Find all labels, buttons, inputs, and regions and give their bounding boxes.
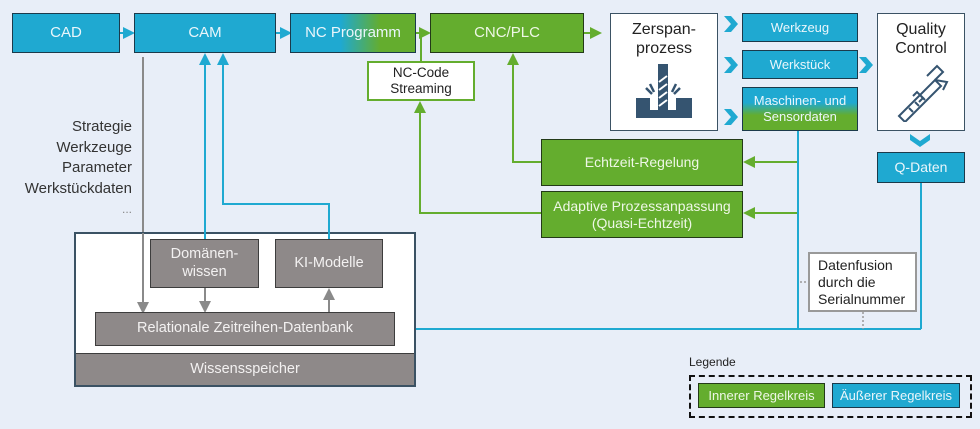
cad-label: CAD: [50, 24, 82, 41]
knowledge-store-title: Wissensspeicher: [76, 353, 414, 385]
fusion-note-line: durch die: [818, 273, 876, 290]
process-title-line: Zerspan-: [631, 21, 697, 38]
cam-input-item: Werkstückdaten: [24, 179, 132, 197]
q-daten-box: Q-Daten: [877, 152, 965, 183]
nc-streaming-line: NC-Code: [392, 64, 450, 80]
domain-line: wissen: [182, 263, 227, 280]
q-daten-label: Q-Daten: [894, 159, 948, 176]
nc-streaming-line: Streaming: [390, 81, 452, 96]
legend-outer-loop: Äußerer Regelkreis: [832, 383, 960, 408]
ki-models-label: KI-Modelle: [294, 254, 364, 271]
maschinen-sensordaten-box: Maschinen- und Sensordaten: [742, 87, 858, 131]
legend-inner-loop: Innerer Regelkreis: [698, 383, 825, 408]
maschinen-line: Sensordaten: [763, 109, 837, 124]
nc-programm-box: NC Programm: [290, 13, 416, 53]
cam-box: CAM: [134, 13, 276, 53]
werkzeug-box: Werkzeug: [742, 13, 858, 42]
echtzeit-label: Echtzeit-Regelung: [584, 154, 700, 171]
cam-inputs-list: Strategie Werkzeuge Parameter Werkstückd…: [25, 117, 132, 220]
adaptive-line: (Quasi-Echtzeit): [591, 214, 693, 231]
quality-title-line: Quality: [896, 21, 946, 38]
fusion-note-box: Datenfusion durch die Serialnummer: [808, 252, 917, 312]
cam-input-item: Parameter: [61, 159, 132, 176]
cam-input-item: ...: [121, 202, 132, 216]
cam-input-item: Strategie: [71, 118, 132, 135]
legend-title: Legende: [689, 355, 736, 369]
werkstueck-box: Werkstück: [742, 50, 858, 79]
chevron-down-icon: [910, 134, 930, 147]
milling-tool-icon: [636, 64, 692, 119]
adaptive-line: Adaptive Prozessanpassung: [553, 197, 731, 214]
nc-programm-label: NC Programm: [305, 24, 401, 41]
cam-label: CAM: [188, 24, 222, 41]
knowledge-store-label: Wissensspeicher: [190, 360, 300, 377]
cad-box: CAD: [12, 13, 120, 53]
caliper-icon: [897, 64, 949, 123]
chevron-right-icon: [859, 57, 873, 73]
legend-box: [689, 375, 972, 418]
database-box: Relationale Zeitreihen-Datenbank: [95, 312, 395, 346]
cnc-plc-box: CNC/PLC: [430, 13, 584, 53]
legend-inner-label: Innerer Regelkreis: [708, 387, 815, 403]
chevron-right-icon: [724, 16, 738, 32]
ki-models-box: KI-Modelle: [275, 239, 383, 288]
domain-knowledge-box: Domänen- wissen: [150, 239, 259, 288]
cnc-plc-label: CNC/PLC: [474, 24, 540, 41]
fusion-note-line: Datenfusion: [818, 256, 893, 273]
echtzeit-regelung-box: Echtzeit-Regelung: [541, 139, 743, 186]
fusion-note-line: Serialnummer: [818, 290, 906, 307]
nc-streaming-box: NC-Code Streaming: [367, 61, 475, 101]
cam-input-item: Werkzeuge: [56, 138, 132, 156]
arrow-ki-cam: [217, 53, 330, 240]
domain-line: Domänen-: [170, 246, 239, 263]
database-label: Relationale Zeitreihen-Datenbank: [136, 320, 354, 337]
werkstueck-label: Werkstück: [769, 56, 831, 72]
maschinen-line: Maschinen- und: [753, 93, 847, 109]
chevron-right-icon: [724, 57, 738, 73]
adaptive-prozessanpassung-box: Adaptive Prozessanpassung (Quasi-Echtzei…: [541, 191, 743, 238]
process-title-line: prozess: [635, 40, 693, 58]
process-box: Zerspan- prozess: [610, 13, 718, 131]
quality-control-box: Quality Control: [877, 13, 965, 131]
werkzeug-label: Werkzeug: [770, 19, 830, 35]
legend-outer-label: Äußerer Regelkreis: [840, 387, 952, 403]
quality-title-line: Control: [895, 40, 947, 58]
chevron-right-icon: [724, 109, 738, 125]
arrow-adaptive-streaming: [414, 101, 541, 214]
arrow-echtzeit-cnc: [507, 53, 541, 163]
